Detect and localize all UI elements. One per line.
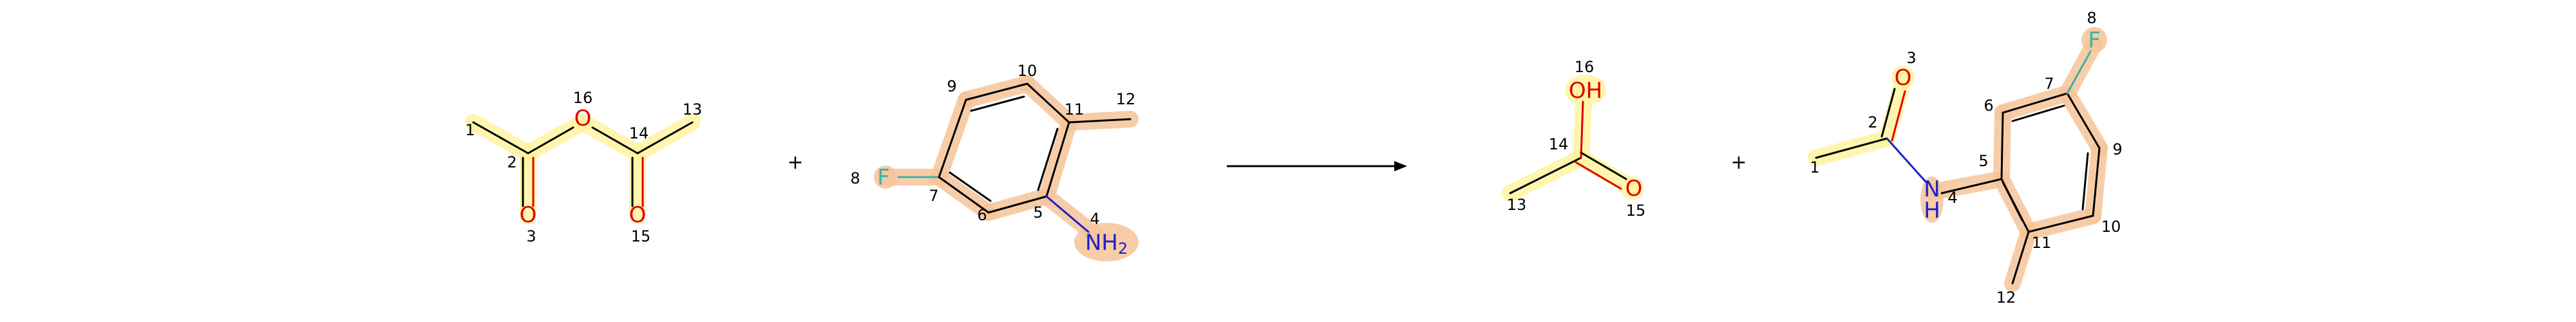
bond-c5-c6 (2000, 111, 2004, 180)
plus-sign-1: + (787, 151, 803, 174)
atom-index-12: 12 (1996, 289, 2016, 307)
bond-c9-c10 (965, 82, 1028, 101)
bond-c6-c7 (938, 176, 990, 214)
atom-amine-nh: NH2 (1085, 230, 1128, 258)
bond-c7-f8 (2066, 50, 2092, 95)
atom-index-4: 4 (1090, 210, 1099, 228)
reactant-acetic-anhydride: O O O 1 2 3 16 14 13 15 (465, 89, 702, 245)
bond-c7-c9 (2066, 92, 2101, 149)
atom-hydroxyl: OH (1569, 78, 1602, 104)
atom-index-9: 9 (2112, 140, 2122, 158)
bond-c11-c5 (1045, 121, 1070, 198)
atom-o-bridge: O (574, 106, 592, 131)
amine-nh-text: NH (1085, 230, 1118, 256)
bond-c1-c2 (472, 121, 529, 155)
atom-index-12: 12 (1116, 90, 1136, 108)
bond-o16-c14 (591, 126, 639, 155)
atom-index-2: 2 (507, 153, 516, 171)
bond-c9-c10-inner (970, 95, 1025, 112)
atom-index-6: 6 (1984, 97, 1993, 115)
bond-n4-c5 (1940, 178, 2003, 194)
atom-fluorine: F (2088, 28, 2101, 53)
reactant-fluoro-methylaniline: F NH2 8 7 9 10 11 12 6 5 4 (850, 62, 1139, 261)
bond-c6-c7-inner (2011, 104, 2065, 122)
atom-index-11: 11 (1065, 100, 1084, 118)
atom-index-5: 5 (1978, 152, 1988, 170)
atom-carbonyl-o: O (1625, 176, 1643, 202)
bond-c14-c13 (636, 121, 694, 155)
atom-index-7: 7 (2044, 75, 2054, 93)
bond-c11-c12 (1068, 118, 1132, 124)
atom-index-8: 8 (850, 169, 860, 187)
amine-subscript: 2 (1118, 240, 1128, 258)
atom-index-11: 11 (2032, 234, 2052, 252)
bond-c10-c11 (1026, 82, 1070, 124)
bond-c11-c12 (2011, 231, 2030, 285)
bond-c2-n4 (1886, 137, 1927, 183)
atom-index-16: 16 (1575, 58, 1595, 76)
atom-index-3: 3 (526, 227, 536, 245)
highlight-orange (1920, 27, 2108, 292)
atom-index-1: 1 (1810, 158, 1819, 176)
atom-index-10: 10 (2101, 218, 2121, 236)
bond-c2-o3-b (1891, 90, 1906, 142)
bond-c2-o3-a (1880, 88, 1896, 138)
atom-index-13: 13 (1507, 196, 1527, 214)
bond-c14-o15-a (1580, 151, 1627, 180)
bond-c6-c7 (2002, 92, 2069, 114)
product-acetanilide: O N H F 3 2 1 4 5 6 7 8 9 10 11 12 (1808, 9, 2123, 307)
bond-c11-c5-inner (2002, 181, 2023, 222)
atom-index-15: 15 (1626, 202, 1646, 220)
plus-sign-2: + (1730, 151, 1747, 174)
atom-amide-h: H (1924, 198, 1940, 223)
atom-index-1: 1 (465, 121, 475, 139)
atom-index-10: 10 (1018, 62, 1037, 80)
product-acetic-acid: OH O 16 14 13 15 (1502, 58, 1646, 220)
atom-index-14: 14 (1549, 135, 1569, 153)
bond-c5-c6 (987, 195, 1048, 214)
bond-c9-c10-inner (2081, 152, 2089, 211)
atom-index-5: 5 (1033, 204, 1043, 222)
bond-c11-c5-inner (1037, 128, 1059, 191)
bond-c6-c7-inner (949, 171, 992, 202)
atom-index-2: 2 (1868, 113, 1877, 131)
atom-index-14: 14 (629, 124, 649, 142)
reaction-arrow (1227, 161, 1407, 171)
atom-index-16: 16 (573, 89, 593, 107)
highlight-yellow (465, 114, 701, 224)
bond-c14-o16 (1580, 100, 1584, 159)
atom-o-left: O (520, 202, 537, 228)
bond-c9-c10 (2092, 147, 2101, 217)
bond-c1-c2 (1815, 137, 1888, 159)
bond-c2-o16 (527, 126, 574, 155)
atom-index-9: 9 (947, 77, 956, 95)
atom-fluorine: F (877, 165, 890, 191)
bond-c5-n4 (1045, 195, 1090, 233)
atom-index-7: 7 (929, 187, 938, 205)
atom-o-right: O (629, 202, 647, 228)
atom-index-15: 15 (631, 227, 651, 245)
atom-index-6: 6 (977, 206, 987, 224)
atom-index-4: 4 (1947, 189, 1957, 207)
bond-c7-c9 (938, 99, 967, 178)
atom-index-8: 8 (2087, 9, 2096, 27)
bond-c14-o15-b (1575, 161, 1622, 190)
bond-c13-c14 (1509, 156, 1582, 194)
atom-index-13: 13 (683, 100, 703, 118)
atom-carbonyl-o: O (1895, 65, 1912, 91)
atom-index-3: 3 (1906, 49, 1916, 67)
atom-amide-n: N (1924, 176, 1940, 202)
bond-c10-c11 (2027, 214, 2094, 233)
